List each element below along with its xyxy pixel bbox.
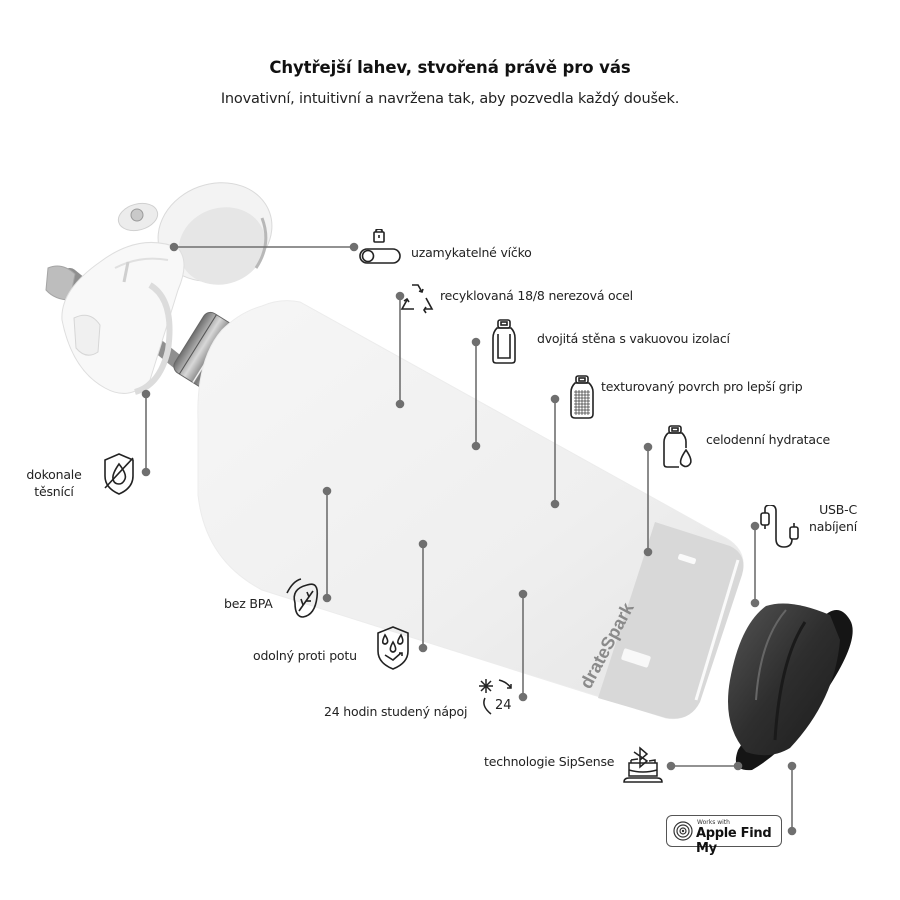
bluetooth-puck-icon <box>623 746 663 783</box>
seal-line1: dokonale <box>26 467 82 482</box>
usb-c-cable-icon <box>760 505 799 548</box>
feature-label-usb-c: USB-C nabíjení <box>780 501 857 535</box>
feature-label-bpa: bez BPA <box>224 596 273 611</box>
find-my-radar-icon <box>673 821 693 841</box>
snowflake-24h-icon: 24 <box>479 679 512 715</box>
bottle-body: drateSpark <box>197 300 744 720</box>
feature-label-double-wall: dvojitá stěna s vakuovou izolací <box>537 331 730 346</box>
usb-c-line1: USB-C <box>819 502 857 517</box>
leaf-icon <box>286 578 319 618</box>
feature-label-all-day: celodenní hydratace <box>706 432 830 447</box>
sipsense-puck <box>728 603 853 771</box>
feature-label-lock-lid: uzamykatelné víčko <box>411 245 532 260</box>
feature-label-sweat: odolný proti potu <box>253 648 357 663</box>
leader-lines <box>141 242 797 836</box>
double-wall-bottle-icon <box>492 319 516 364</box>
feature-label-recycled-steel: recyklovaná 18/8 nerezová ocel <box>440 288 633 303</box>
svg-text:24: 24 <box>495 698 512 713</box>
shield-drops-icon <box>377 626 409 670</box>
apple-find-my-badge: Works with Apple Find My <box>666 815 782 856</box>
page-subtitle: Inovativní, intuitivní a navržena tak, a… <box>220 91 680 107</box>
bottle-drop-icon <box>663 425 692 468</box>
usb-c-line2: nabíjení <box>809 519 857 534</box>
recycle-icon <box>400 284 434 314</box>
lock-toggle-icon <box>359 229 401 264</box>
lid-ring <box>61 242 185 395</box>
feature-label-seal: dokonale těsnící <box>22 466 86 500</box>
badge-small-text: Works with <box>697 819 730 826</box>
feature-label-textured: texturovaný povrch pro lepší grip <box>601 379 803 394</box>
page-title: Chytřejší lahev, stvořená právě pro vás <box>269 58 631 77</box>
seal-line2: těsnící <box>34 484 74 499</box>
feature-label-sipsense: technologie SipSense <box>484 754 615 769</box>
shield-drop-icon <box>104 453 134 495</box>
feature-label-cold: 24 hodin studený nápoj <box>324 704 468 719</box>
badge-big-text: Apple Find My <box>696 826 772 856</box>
textured-bottle-icon <box>570 375 594 419</box>
